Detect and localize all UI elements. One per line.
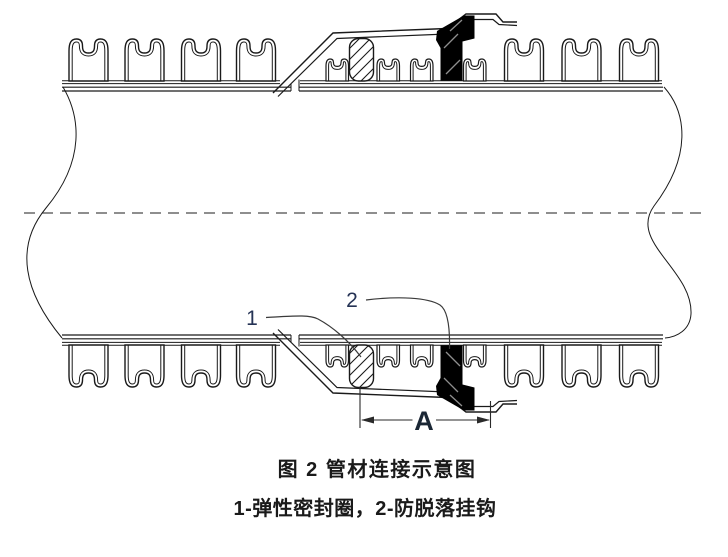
- seal-ring-top: [348, 37, 375, 82]
- seal-ring-bottom: [348, 344, 375, 389]
- part-label-2: 2: [346, 289, 358, 312]
- dimension-label-a: A: [414, 406, 434, 436]
- leader-line-1: [265, 315, 362, 358]
- anti-slip-hook-bottom: [436, 345, 475, 411]
- caption-title: 图 2 管材连接示意图: [277, 459, 477, 481]
- break-line-left: [26, 86, 77, 339]
- anti-slip-hook-top: [436, 15, 475, 81]
- leader-line-2: [365, 297, 451, 350]
- caption-legend: 1-弹性密封圈，2-防脱落挂钩: [233, 498, 497, 520]
- break-line-right: [647, 86, 692, 339]
- dimension-a: A: [359, 387, 492, 436]
- part-label-1: 1: [246, 307, 258, 330]
